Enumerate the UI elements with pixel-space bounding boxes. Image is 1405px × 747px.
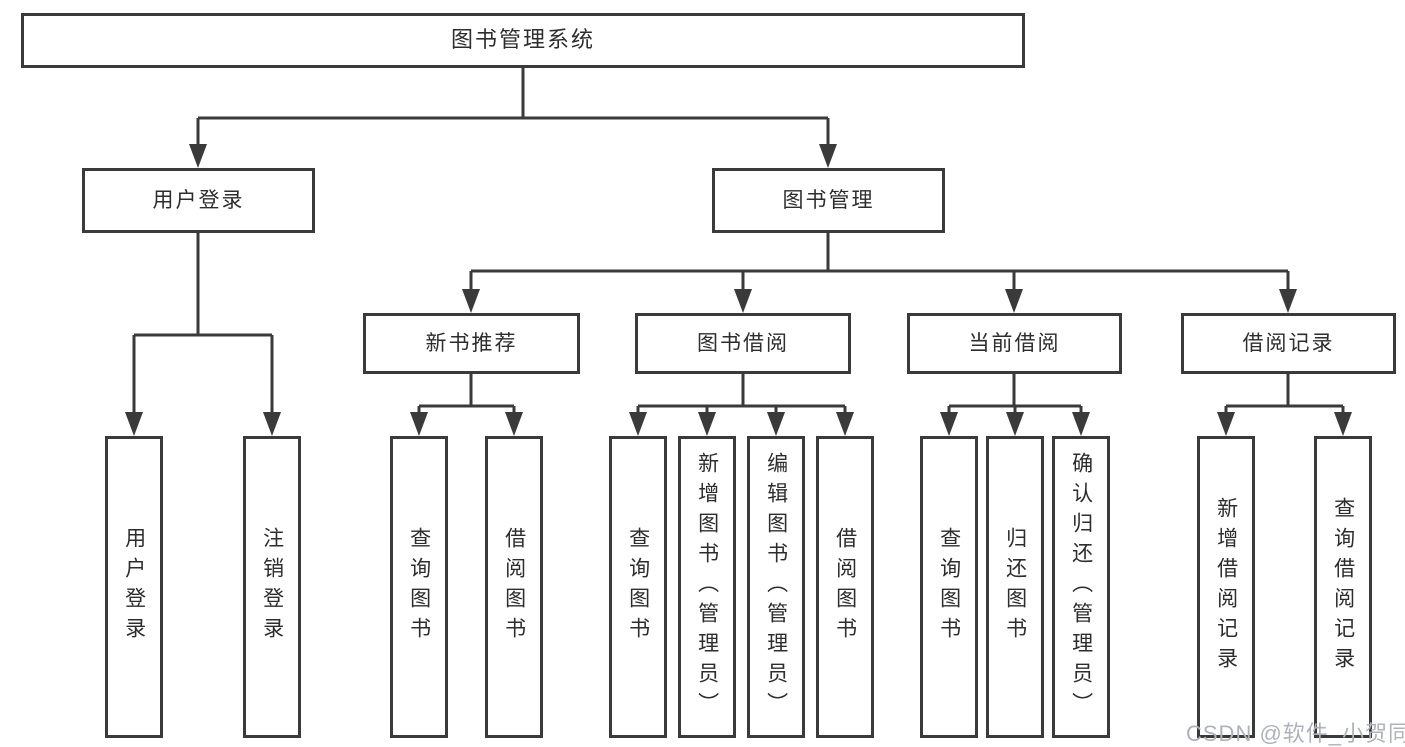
node-label: 图书管理	[782, 188, 875, 212]
arrowhead-icon	[505, 412, 523, 436]
node-leaf-add-borrow-record: 新增借阅记录	[1197, 436, 1255, 738]
arrowhead-icon	[1217, 412, 1235, 436]
node-label: 新增借阅记录	[1214, 497, 1238, 677]
node-label: 图书借阅	[697, 331, 789, 355]
connector-line	[469, 233, 1290, 295]
arrowhead-icon	[629, 412, 647, 436]
arrowhead-icon	[1279, 289, 1297, 313]
node-leaf-confirm-return-admin: 确认归还（管理员）	[1052, 436, 1110, 738]
arrowhead-icon	[125, 412, 143, 436]
arrowhead-icon	[767, 412, 785, 436]
node-label: 用户登录	[152, 188, 245, 212]
node-label: 新增图书（管理员）	[695, 452, 719, 722]
node-label: 注销登录	[260, 527, 284, 647]
node-label: 编辑图书（管理员）	[764, 452, 788, 722]
node-label: 查询借阅记录	[1331, 497, 1355, 677]
node-leaf-search-books-3: 查询图书	[920, 436, 978, 738]
node-label: 查询图书	[937, 527, 961, 647]
node-label: 借阅记录	[1242, 331, 1335, 355]
node-label: 确认归还（管理员）	[1069, 452, 1093, 722]
node-label: 借阅图书	[833, 527, 857, 647]
node-leaf-return-book: 归还图书	[986, 436, 1044, 738]
arrowhead-icon	[462, 289, 480, 313]
arrowhead-icon	[1072, 412, 1090, 436]
node-label: 新书推荐	[425, 331, 518, 355]
node-book-borrowing: 图书借阅	[635, 313, 851, 374]
arrowhead-icon	[940, 412, 958, 436]
node-root: 图书管理系统	[21, 13, 1025, 68]
node-borrowing-records: 借阅记录	[1181, 313, 1396, 374]
arrowhead-icon	[734, 289, 752, 313]
arrowhead-icon	[1005, 289, 1023, 313]
arrowhead-icon	[410, 412, 428, 436]
node-book-management: 图书管理	[712, 168, 945, 233]
node-label: 图书管理系统	[450, 27, 595, 53]
connector-line	[947, 374, 1083, 418]
node-leaf-add-book-admin: 新增图书（管理员）	[678, 436, 736, 738]
connector-line	[417, 374, 516, 418]
arrowhead-icon	[263, 412, 281, 436]
node-leaf-search-books-1: 查询图书	[390, 436, 448, 738]
node-leaf-search-books-2: 查询图书	[609, 436, 667, 738]
node-current-borrowing: 当前借阅	[907, 313, 1122, 374]
node-leaf-search-borrow-record: 查询借阅记录	[1314, 436, 1372, 738]
node-label: 归还图书	[1003, 527, 1027, 647]
node-leaf-borrow-books-2: 借阅图书	[816, 436, 874, 738]
connector-line	[636, 374, 847, 418]
connector-line	[132, 233, 274, 418]
arrowhead-icon	[189, 144, 207, 168]
connector-line	[1224, 374, 1345, 418]
connector-line	[196, 68, 830, 150]
node-leaf-borrow-books-1: 借阅图书	[485, 436, 543, 738]
arrowhead-icon	[698, 412, 716, 436]
node-new-book-recommend: 新书推荐	[363, 313, 580, 374]
node-leaf-user-login: 用户登录	[105, 436, 163, 738]
node-leaf-edit-book-admin: 编辑图书（管理员）	[747, 436, 805, 738]
node-leaf-logout: 注销登录	[243, 436, 301, 738]
arrowhead-icon	[836, 412, 854, 436]
node-label: 借阅图书	[502, 527, 526, 647]
node-user-login: 用户登录	[82, 168, 315, 233]
arrowhead-icon	[1006, 412, 1024, 436]
node-label: 查询图书	[407, 527, 431, 647]
node-label: 当前借阅	[968, 331, 1061, 355]
arrowhead-icon	[819, 144, 837, 168]
arrowhead-icon	[1334, 412, 1352, 436]
node-label: 查询图书	[626, 527, 650, 647]
watermark: CSDN @软件_小贺同学	[1186, 721, 1405, 746]
node-label: 用户登录	[122, 527, 146, 647]
